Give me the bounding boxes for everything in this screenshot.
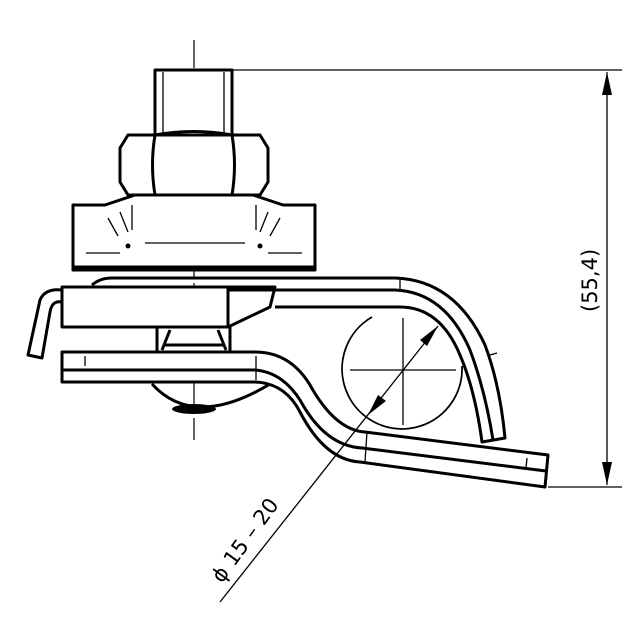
- cable-circle: [341, 316, 463, 430]
- upper-clamp-strip: [26, 276, 507, 444]
- bolt: [153, 68, 234, 137]
- lower-clamp-strip: [60, 350, 550, 489]
- dome-base: [150, 382, 271, 414]
- washer-block: [71, 193, 317, 272]
- height-dimension: [232, 69, 622, 488]
- diameter-dimension: [219, 325, 439, 603]
- diameter-label: ϕ 15 – 20: [207, 494, 284, 587]
- height-label: (55,4): [578, 249, 602, 312]
- spacer-cone: [155, 325, 232, 354]
